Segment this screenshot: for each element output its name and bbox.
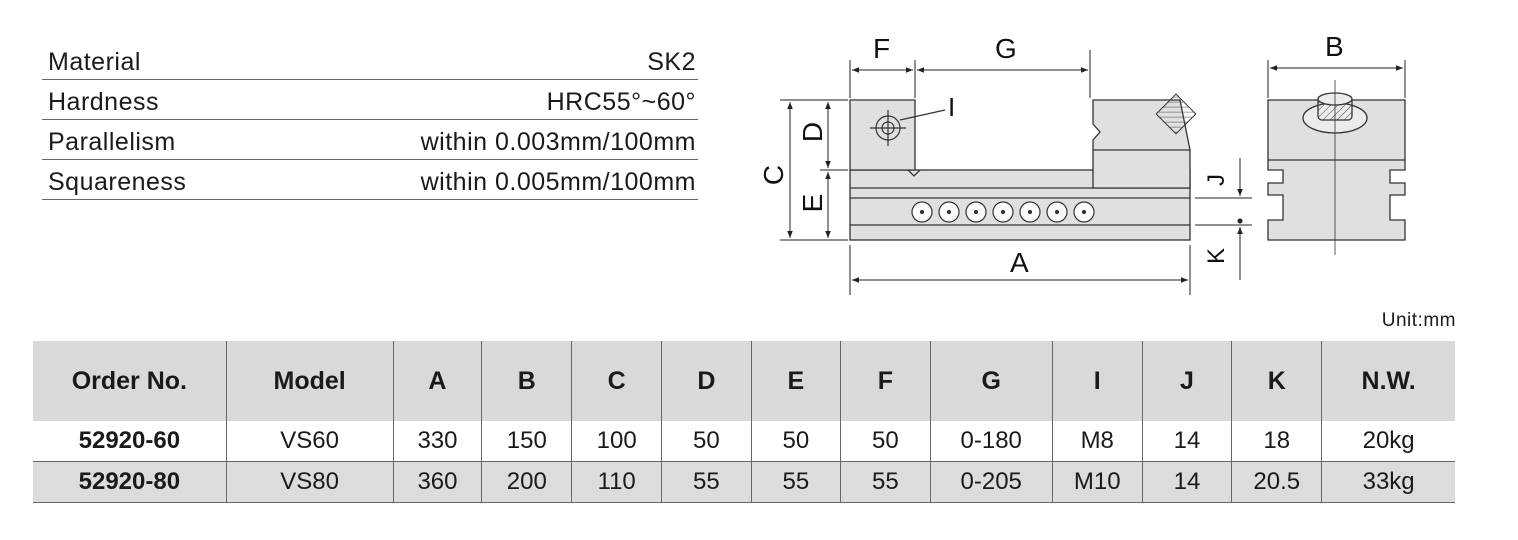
table-cell: 33kg xyxy=(1321,461,1455,503)
label-k: K xyxy=(1203,248,1230,264)
spec-label: Hardness xyxy=(48,88,159,116)
end-view xyxy=(1267,80,1406,255)
centre-dot xyxy=(1237,218,1243,224)
spec-row-material: Material SK2 xyxy=(42,40,698,80)
table-header-row: Order No. Model A B C D E F G I J K N.W. xyxy=(33,341,1455,421)
table-cell: 18 xyxy=(1231,421,1322,462)
header-cell: Model xyxy=(225,341,394,421)
hole-row xyxy=(911,201,1095,223)
label-a: A xyxy=(1010,247,1029,278)
header-cell: E xyxy=(750,341,841,421)
fixed-jaw xyxy=(849,99,916,171)
label-b: B xyxy=(1325,31,1344,62)
table-cell: 55 xyxy=(840,461,931,503)
label-g: G xyxy=(995,33,1017,64)
spec-row-parallelism: Parallelism within 0.003mm/100mm xyxy=(42,120,698,160)
spec-value: SK2 xyxy=(647,48,696,76)
table-row: 52920-60 VS60 330 150 100 50 50 50 0-180… xyxy=(33,421,1455,462)
dimension-labels: F G B I A C D E J K xyxy=(758,31,1344,278)
table-cell: 100 xyxy=(571,421,662,462)
spec-label: Parallelism xyxy=(48,128,176,156)
header-cell: C xyxy=(571,341,662,421)
hole-i xyxy=(870,109,946,146)
header-cell: D xyxy=(661,341,752,421)
header-cell: G xyxy=(929,341,1053,421)
table-cell: 330 xyxy=(392,421,482,462)
table-cell: 0-205 xyxy=(929,461,1053,503)
header-cell: F xyxy=(840,341,931,421)
end-body xyxy=(1267,99,1406,241)
table-cell: 50 xyxy=(840,421,931,462)
header-cell: A xyxy=(392,341,482,421)
vise-technical-drawing: F G B I A C D E J K xyxy=(758,31,1406,295)
label-d: D xyxy=(797,122,828,142)
header-cell: N.W. xyxy=(1321,341,1455,421)
spec-table: Order No. Model A B C D E F G I J K N.W.… xyxy=(33,341,1455,503)
table-cell: 110 xyxy=(571,461,662,503)
table-cell: 50 xyxy=(750,421,841,462)
header-cell: J xyxy=(1141,341,1232,421)
dimension-lines xyxy=(780,50,1406,295)
header-cell: I xyxy=(1051,341,1143,421)
spec-list: Material SK2 Hardness HRC55°~60° Paralle… xyxy=(42,40,698,200)
label-j: J xyxy=(1203,174,1230,186)
spec-value: within 0.003mm/100mm xyxy=(420,128,696,156)
table-cell: 360 xyxy=(392,461,482,503)
spec-label: Material xyxy=(48,48,141,76)
table-cell: VS80 xyxy=(225,461,394,503)
table-cell: 0-180 xyxy=(929,421,1053,462)
table-cell: 50 xyxy=(661,421,752,462)
header-cell: K xyxy=(1231,341,1322,421)
table-cell: 20.5 xyxy=(1231,461,1322,503)
table-cell: 14 xyxy=(1141,461,1232,503)
label-c: C xyxy=(758,165,789,185)
label-e: E xyxy=(797,194,828,213)
table-cell: 20kg xyxy=(1321,421,1455,462)
spec-row-squareness: Squareness within 0.005mm/100mm xyxy=(42,160,698,200)
side-view xyxy=(849,99,1191,241)
header-cell: Order No. xyxy=(33,341,227,421)
knob-hatch xyxy=(1155,93,1197,135)
table-cell: 14 xyxy=(1141,421,1232,462)
table-cell: VS60 xyxy=(225,421,394,462)
label-f: F xyxy=(873,33,890,64)
unit-label: Unit:mm xyxy=(1381,310,1456,331)
table-cell: 200 xyxy=(481,461,572,503)
table-cell: M10 xyxy=(1051,461,1143,503)
table-cell: M8 xyxy=(1051,421,1143,462)
spec-value: within 0.005mm/100mm xyxy=(420,168,696,196)
table-row: 52920-80 VS80 360 200 110 55 55 55 0-205… xyxy=(33,461,1455,503)
spec-label: Squareness xyxy=(48,168,187,196)
spec-row-hardness: Hardness HRC55°~60° xyxy=(42,80,698,120)
table-cell: 55 xyxy=(750,461,841,503)
header-cell: B xyxy=(481,341,572,421)
table-cell: 52920-80 xyxy=(33,461,227,503)
table-cell: 52920-60 xyxy=(33,421,227,462)
spec-value: HRC55°~60° xyxy=(546,88,696,116)
table-cell: 150 xyxy=(481,421,572,462)
label-i: I xyxy=(948,92,955,122)
table-cell: 55 xyxy=(661,461,752,503)
